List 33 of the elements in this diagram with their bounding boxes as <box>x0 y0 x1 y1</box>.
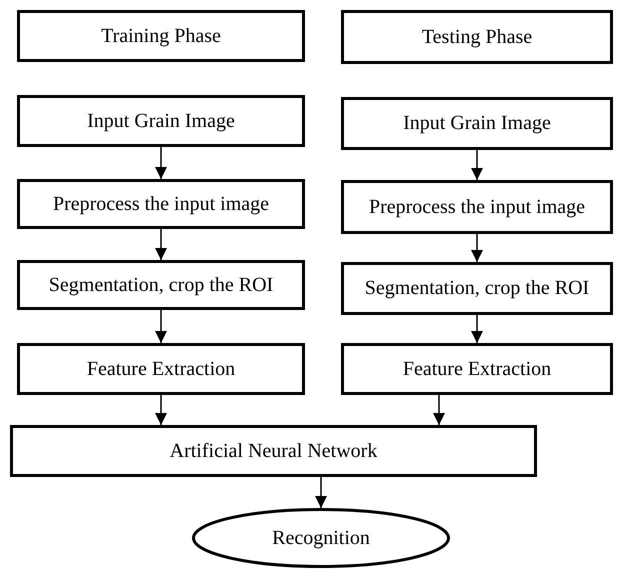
terminal-ellipse <box>192 508 450 568</box>
arrow <box>155 310 167 343</box>
process-box <box>341 180 613 234</box>
node-label: Feature Extraction <box>86 358 236 380</box>
node-label: Testing Phase <box>422 26 532 48</box>
arrow <box>155 229 167 260</box>
node-label: Preprocess the input image <box>368 196 586 218</box>
phase-heading-box <box>17 10 305 62</box>
node-label: Feature Extraction <box>402 358 552 380</box>
node-label: Segmentation, crop the ROI <box>364 277 590 300</box>
arrow <box>155 147 167 179</box>
node-label: Segmentation, crop the ROI <box>48 274 274 296</box>
node-label: Artificial Neural Network <box>170 440 378 462</box>
node-label: Training Phase <box>101 24 221 48</box>
node-label: Recognition <box>272 526 370 550</box>
arrow <box>471 150 483 180</box>
process-box <box>341 343 613 395</box>
process-box <box>17 260 305 310</box>
node-label: Preprocess the input image <box>52 192 270 216</box>
node-label: Input Grain Image <box>87 110 235 132</box>
process-box <box>10 425 537 477</box>
process-box <box>17 95 305 147</box>
process-box <box>341 97 613 150</box>
arrow <box>315 477 327 508</box>
arrow <box>155 395 167 425</box>
arrow <box>471 234 483 262</box>
phase-heading-box <box>341 10 613 64</box>
process-box <box>341 262 613 315</box>
node-label: Input Grain Image <box>403 112 551 135</box>
process-box <box>17 343 305 395</box>
arrow <box>433 395 445 425</box>
process-box <box>17 179 305 229</box>
arrow <box>471 315 483 343</box>
